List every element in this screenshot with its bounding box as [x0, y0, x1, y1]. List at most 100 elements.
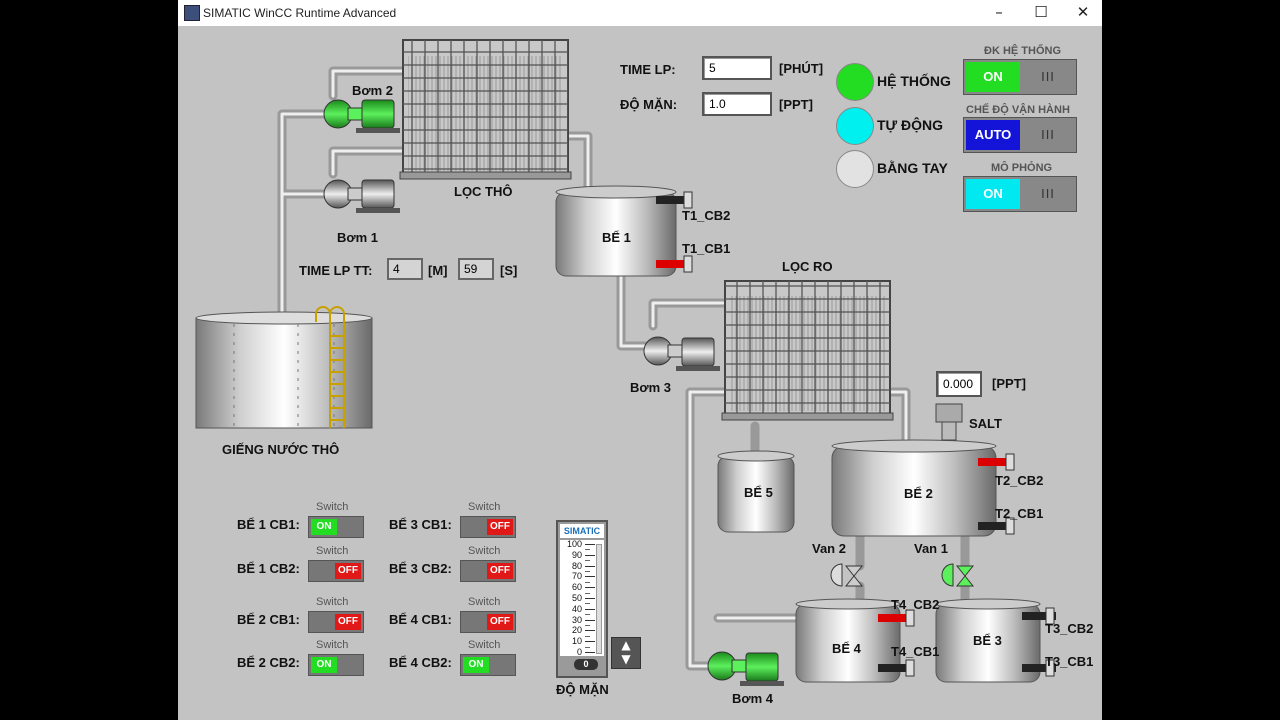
label-be2: BỂ 2: [904, 486, 933, 501]
tt-seconds-unit: [S]: [500, 263, 518, 278]
switch-label: BỂ 2 CB2:: [237, 655, 300, 670]
tt-seconds-display: 59: [458, 258, 494, 280]
che-do-title: CHẾ ĐỘ VẬN HÀNH: [966, 104, 1070, 116]
gauge-value: 0: [574, 659, 598, 670]
gauge-tick: [585, 587, 595, 589]
tank-be2: [831, 439, 997, 537]
gauge-minor-tick: [585, 581, 590, 583]
gauge-tick-label: 80: [571, 560, 582, 571]
hmi-canvas: Bơm 2 Bơm 1 Bơm 3 Bơm 4 LỌC THÔ LỌC RO G…: [178, 26, 1102, 720]
label-t3-cb2: T3_CB2: [1045, 621, 1094, 636]
tt-minutes-display: 4: [387, 258, 423, 280]
tank-be1: [555, 185, 677, 277]
label-gieng: GIẾNG NƯỚC THÔ: [222, 442, 340, 457]
label-bom3: Bơm 3: [630, 380, 672, 395]
he-thong-label: HỆ THỐNG: [877, 73, 951, 89]
switch-label: BỂ 1 CB1:: [237, 517, 300, 532]
gauge-tick: [585, 598, 595, 599]
sensor-switch[interactable]: OFF: [308, 560, 364, 582]
label-van1: Van 1: [914, 541, 948, 556]
label-salt: SALT: [969, 416, 1002, 431]
label-bom2: Bơm 2: [352, 83, 394, 98]
label-t4-cb1: T4_CB1: [891, 644, 940, 659]
label-t1-cb2: T1_CB2: [682, 208, 731, 223]
gauge-minor-tick: [585, 560, 590, 562]
window-title: SIMATIC WinCC Runtime Advanced: [203, 6, 397, 20]
mo-phong-state: ON: [966, 179, 1020, 209]
dk-he-thong-toggle[interactable]: ON III: [963, 59, 1077, 95]
gauge-tick: [585, 554, 595, 556]
switch-state: ON: [463, 657, 489, 673]
gauge-tick: [585, 544, 595, 545]
tank-be3: [935, 598, 1041, 683]
switch-title: Switch: [316, 596, 349, 608]
gauge-tick: [585, 565, 595, 567]
gauge-minor-tick: [585, 614, 590, 616]
app-icon: [184, 5, 200, 21]
time-lp-input[interactable]: 5: [702, 56, 772, 80]
label-t3-cb1: T3_CB1: [1045, 654, 1094, 669]
sensor-switch[interactable]: ON: [460, 654, 516, 676]
tt-minutes-unit: [M]: [428, 263, 448, 278]
sensor-switch[interactable]: ON: [308, 516, 364, 538]
label-loc-tho: LỌC THÔ: [454, 184, 513, 199]
close-button[interactable]: ✕: [1076, 3, 1090, 21]
label-be4: BỂ 4: [832, 641, 861, 656]
switch-state: OFF: [335, 614, 361, 630]
gauge-brand: SIMATIC: [560, 524, 604, 538]
sensor-switch[interactable]: OFF: [460, 611, 516, 633]
maximize-button[interactable]: ☐: [1034, 3, 1048, 21]
switch-title: Switch: [316, 639, 349, 651]
do-man-unit: [PPT]: [779, 97, 813, 112]
che-do-toggle[interactable]: AUTO III: [963, 117, 1077, 153]
switch-label: BỂ 3 CB1:: [389, 517, 452, 532]
salt-doser: [935, 403, 963, 441]
do-man-gauge-label: ĐỘ MẶN: [556, 682, 609, 697]
switch-state: ON: [311, 519, 337, 535]
dk-he-thong-title: ĐK HỆ THỐNG: [984, 45, 1061, 57]
mo-phong-title: MÔ PHỎNG: [991, 162, 1053, 174]
pump-bom1: [323, 179, 400, 213]
gauge-tick: [585, 652, 595, 653]
sensor-switch[interactable]: OFF: [460, 516, 516, 538]
gauge-tick: [585, 608, 595, 610]
label-t2-cb2: T2_CB2: [995, 473, 1044, 488]
mo-phong-toggle[interactable]: ON III: [963, 176, 1077, 212]
do-man-input[interactable]: 1.0: [702, 92, 772, 116]
gauge-minor-tick: [585, 592, 590, 594]
do-man-label: ĐỘ MẶN:: [620, 97, 678, 112]
title-bar: SIMATIC WinCC Runtime Advanced – ☐ ✕: [178, 0, 1102, 26]
switch-label: BỂ 2 CB1:: [237, 612, 300, 627]
gauge-tick-label: 90: [571, 549, 582, 560]
minimize-button[interactable]: –: [995, 3, 1003, 21]
gauge-tick: [585, 576, 595, 578]
label-be3: BỂ 3: [973, 633, 1002, 648]
gauge-tick-label: 30: [571, 614, 582, 625]
bang-tay-led: [836, 150, 874, 188]
switch-state: OFF: [487, 614, 513, 630]
gauge-minor-tick: [585, 646, 590, 648]
gauge-tick-label: 40: [571, 603, 582, 614]
sensor-switch[interactable]: OFF: [460, 560, 516, 582]
sensor-switch[interactable]: ON: [308, 654, 364, 676]
dk-he-thong-off: III: [1041, 69, 1055, 84]
sensor-switch[interactable]: OFF: [308, 611, 364, 633]
gauge-scroll-icon[interactable]: ▲▼: [611, 637, 641, 669]
time-lp-tt-label: TIME LP TT:: [299, 263, 373, 278]
time-lp-label: TIME LP:: [620, 62, 676, 77]
tu-dong-led: [836, 107, 874, 145]
gauge-tick: [585, 630, 595, 632]
loc-ro-filter: [721, 280, 894, 421]
switch-label: BỂ 4 CB2:: [389, 655, 452, 670]
che-do-state: AUTO: [966, 120, 1020, 150]
gauge-tick-label: 100: [566, 539, 582, 549]
switch-label: BỂ 3 CB2:: [389, 561, 452, 576]
valve-van1: [941, 563, 975, 587]
loc-tho-filter: [399, 39, 572, 180]
switch-title: Switch: [316, 545, 349, 557]
label-bom4: Bơm 4: [732, 691, 774, 706]
gauge-tick: [585, 641, 595, 643]
label-t4-cb2: T4_CB2: [891, 597, 940, 612]
pump-bom4: [707, 651, 784, 686]
